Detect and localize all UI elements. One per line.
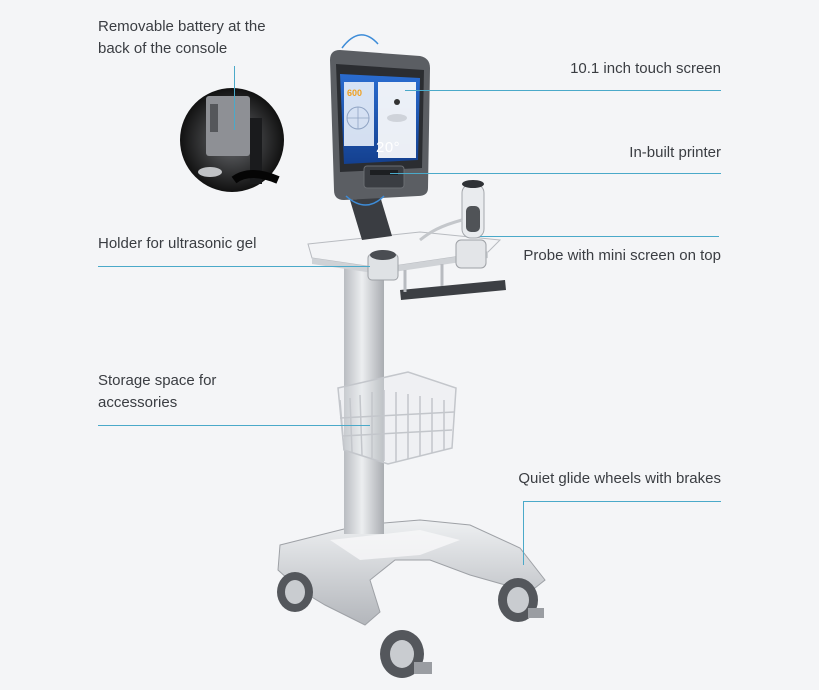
battery-inset: [180, 88, 284, 192]
wheel: [277, 572, 313, 612]
callout-storage-leader: [98, 425, 370, 426]
console: [330, 34, 430, 206]
callout-storage: Storage space for accessories: [98, 370, 216, 414]
callout-probe-leader: [480, 236, 719, 237]
screen-value-readout: 600: [347, 88, 363, 98]
wheeled-base: [277, 519, 546, 626]
storage-basket: [337, 371, 457, 465]
work-tray: [307, 231, 506, 300]
callout-storage-line1: Storage space for: [98, 372, 217, 389]
callout-battery-line1: Removable battery at the: [98, 18, 266, 35]
callout-wheels-leader-vertical: [523, 501, 524, 565]
monitor-arm: [350, 196, 392, 240]
callout-screen: 10.1 inch touch screen: [570, 60, 721, 77]
callout-battery-leader: [234, 66, 235, 130]
callout-storage-line2: accessories: [98, 394, 178, 411]
callout-gel-holder-leader: [98, 266, 370, 267]
callout-wheels-leader-horizontal: [523, 501, 721, 502]
callout-screen-leader: [405, 90, 721, 91]
callout-gel-holder: Holder for ultrasonic gel: [98, 235, 257, 252]
wheel: [380, 630, 432, 678]
screen-angle-readout: 20°: [376, 139, 401, 156]
wheel: [498, 578, 544, 622]
probe: [419, 180, 487, 269]
callout-printer-leader: [390, 173, 721, 174]
callout-wheels: Quiet glide wheels with brakes: [518, 470, 721, 487]
callout-battery-line2: back of the console: [98, 40, 228, 57]
callout-probe: Probe with mini screen on top: [523, 247, 721, 264]
callout-printer: In-built printer: [629, 144, 721, 161]
callout-battery: Removable battery at the back of the con…: [98, 16, 266, 60]
